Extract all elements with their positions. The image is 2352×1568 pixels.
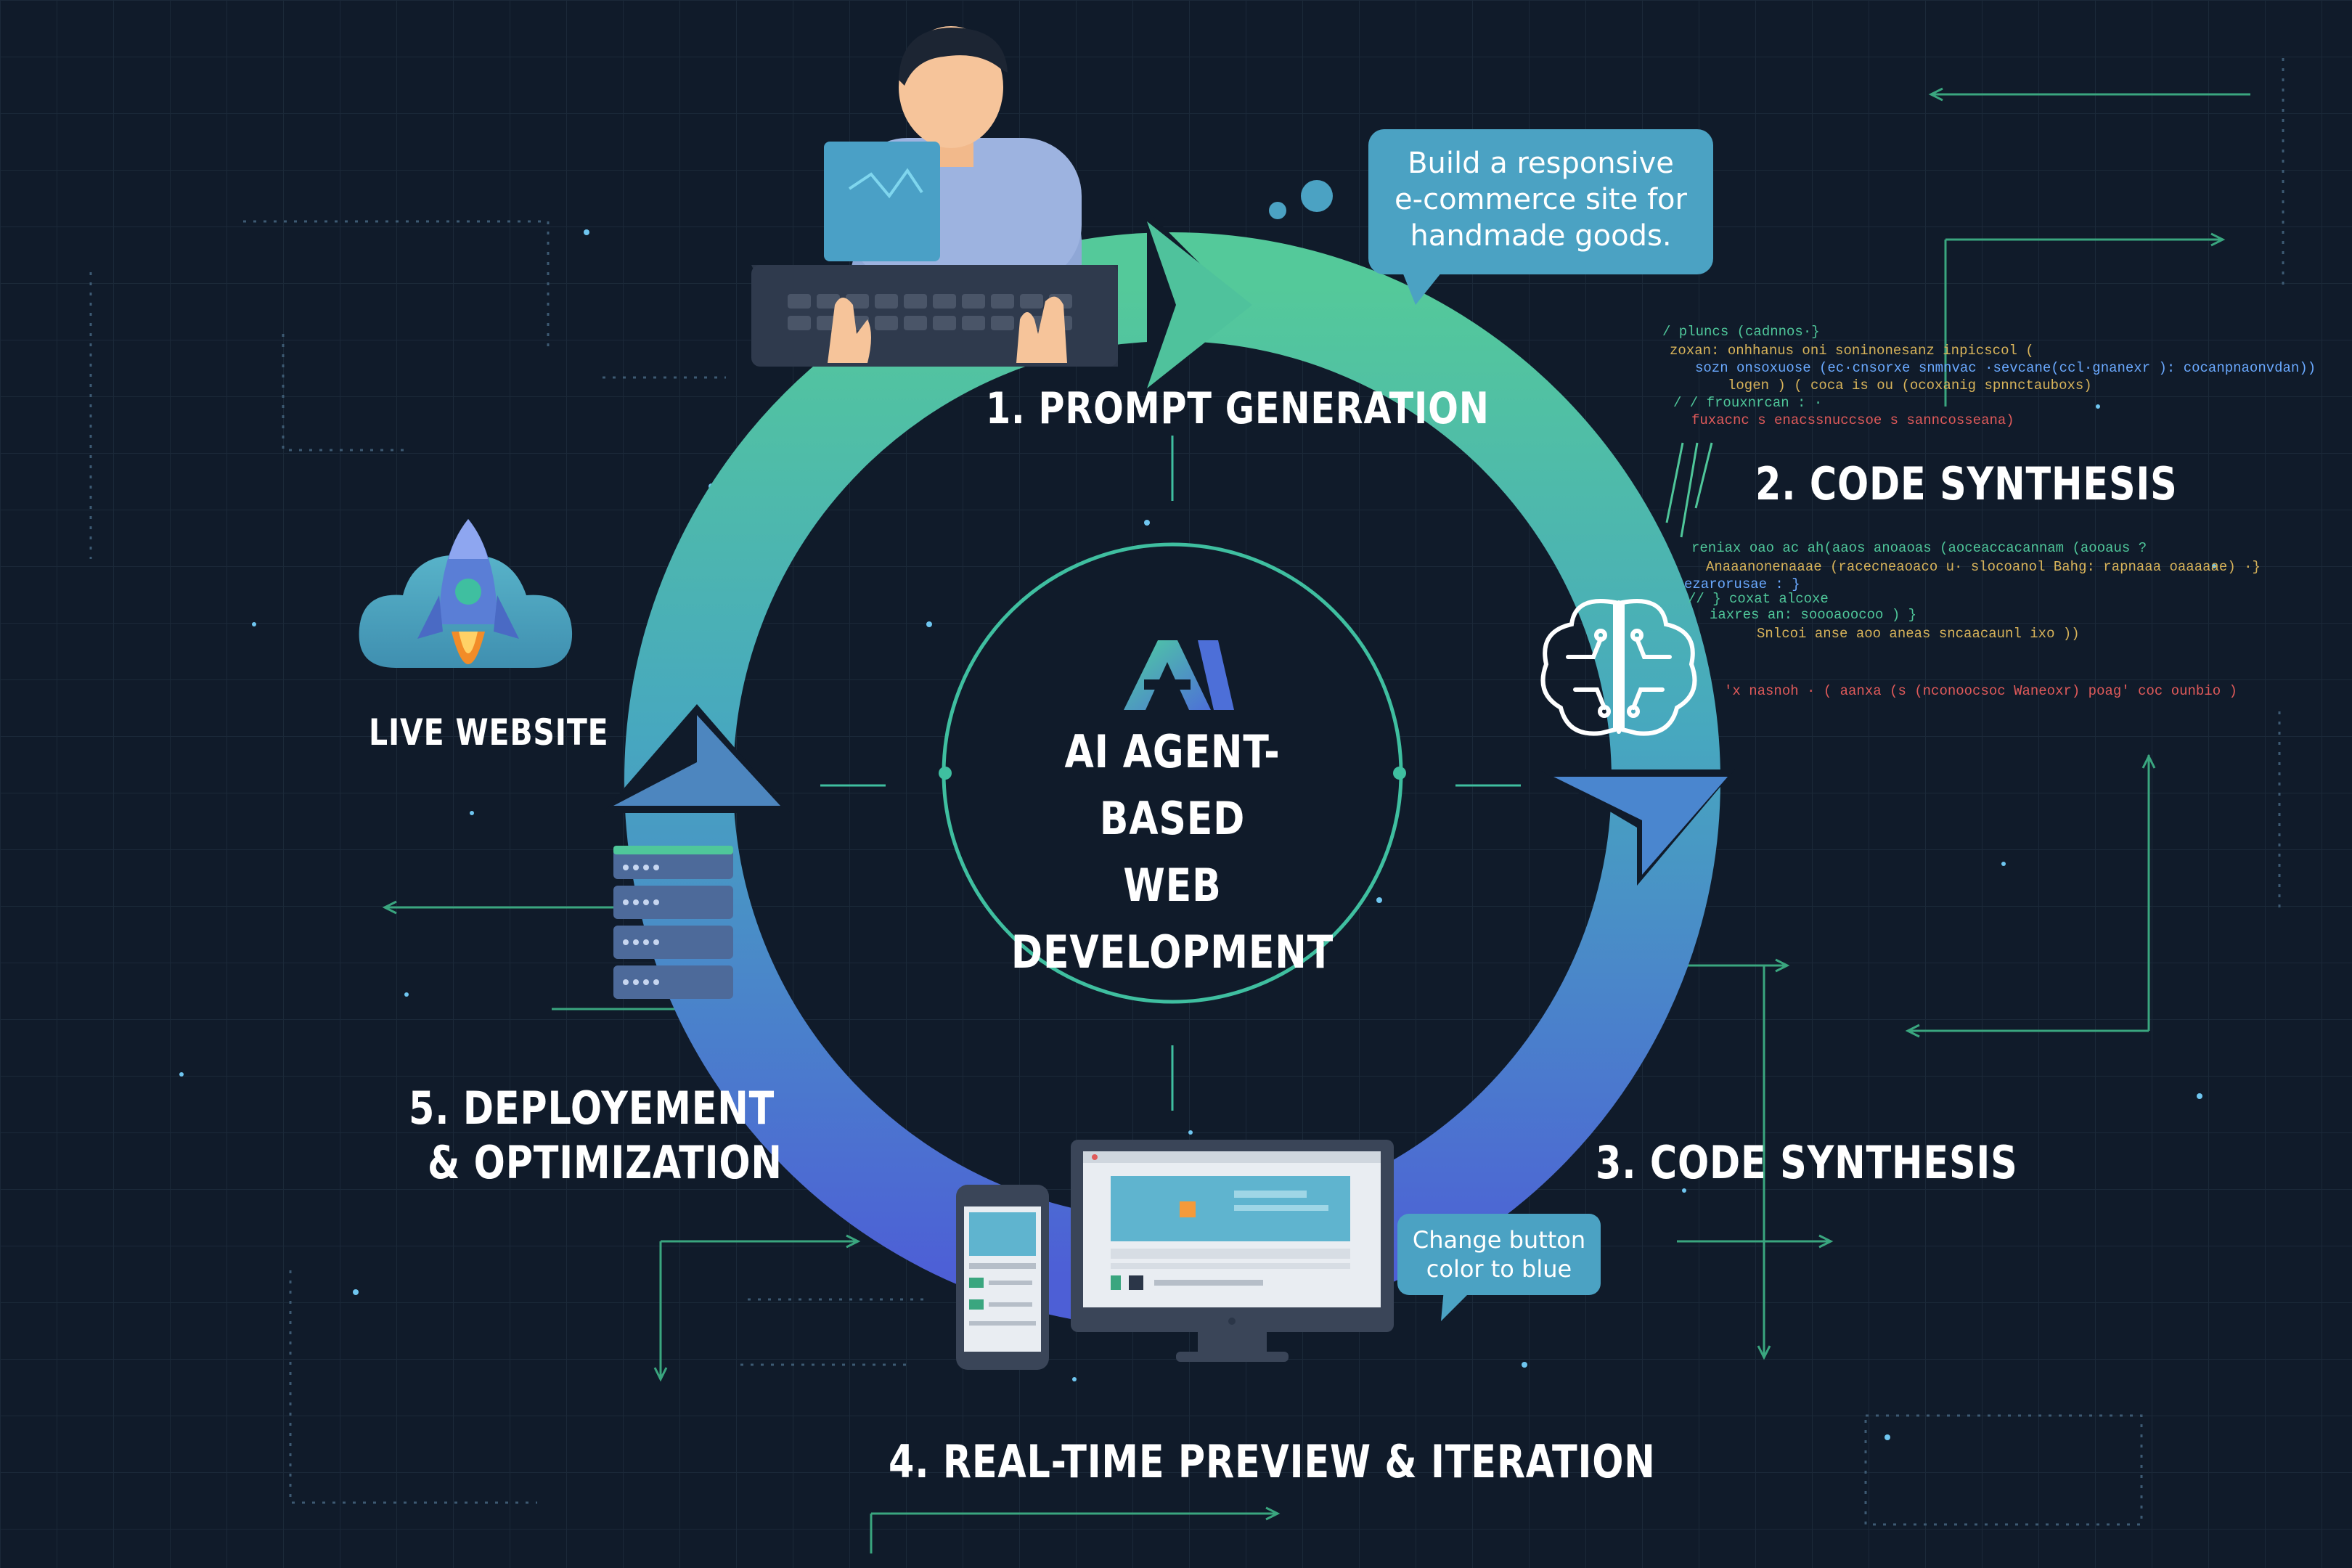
step-prompt-generation: 1. PROMPT GENERATION (986, 383, 1490, 434)
svg-text:fuxacnc s enacssnuccsoe s sann: fuxacnc s enacssnuccsoe s sanncosseana) (1691, 412, 2014, 428)
live-website-label: LIVE WEBSITE (369, 711, 609, 754)
prompt-bubble-line2: e-commerce site for (1395, 183, 1687, 216)
prompt-bubble-line1: Build a responsive (1408, 147, 1674, 180)
svg-text:Snlcoi anse aoo aneas sncaacau: Snlcoi anse aoo aneas sncaacaunl ixo )) (1757, 626, 2080, 642)
svg-text:Anaaanonenaaae (racecneaoaco: Anaaanonenaaae (racecneaoaco u· slocoano… (1706, 559, 2261, 575)
brain-circuit-icon (1540, 599, 1697, 736)
prompt-bubble: Build a responsive e-commerce site for h… (1368, 129, 1713, 274)
phone-icon (956, 1185, 1049, 1370)
svg-text:ezarorusae : }: ezarorusae : } (1684, 576, 1800, 592)
step-deployment-line1: 5. DEPLOYEMENT (409, 1082, 775, 1135)
user-at-laptop-icon (751, 26, 1118, 367)
dashed-traces (89, 58, 2284, 1526)
svg-text:/ pluncs (cadnnos·}: / pluncs (cadnnos·} (1662, 324, 1820, 340)
center-title-line1: AI AGENT-BASED (1064, 725, 1281, 845)
center-title: AI AGENT-BASED WEB DEVELOPMENT (958, 719, 1387, 986)
server-stack-icon (613, 846, 733, 999)
step-code-synthesis-2: 2. CODE SYNTHESIS (1755, 457, 2178, 510)
step-deployment-line2: & OPTIMIZATION (428, 1136, 783, 1189)
svg-text:'x nasnoh · ( aanxa (s (nconoo: 'x nasnoh · ( aanxa (s (nconoocsoc Waneo… (1724, 683, 2237, 699)
center-title-line2: WEB DEVELOPMENT (1010, 859, 1334, 979)
monitor-icon (1071, 1140, 1394, 1362)
center-circle (820, 436, 1521, 1111)
svg-text:sozn onsoxuose (ec·cnsorxe snm: sozn onsoxuose (ec·cnsorxe snmnvac ·sevc… (1695, 360, 2316, 376)
feedback-bubble-line1: Change button (1412, 1226, 1586, 1254)
svg-text:/ / frouxnrcan : ·: / / frouxnrcan : · (1673, 395, 1822, 411)
svg-text:reniax oao ac ah(aaos anoaoas: reniax oao ac ah(aaos anoaoas (aoceaccac… (1691, 540, 2147, 556)
step-code-synthesis-3: 3. CODE SYNTHESIS (1596, 1136, 2018, 1189)
prompt-bubble-line3: handmade goods. (1410, 219, 1672, 253)
feedback-bubble: Change button color to blue (1397, 1214, 1601, 1295)
svg-text:logen ) ( coca is ou (ocoxanig: logen ) ( coca is ou (ocoxanig spnnctaub… (1728, 377, 2092, 393)
circuit-lines (382, 87, 2250, 1553)
rocket-cloud-icon (359, 519, 573, 668)
code-snippet: / pluncs (cadnnos·} zoxan: onhhanus oni … (1662, 324, 2316, 699)
step-preview-iteration: 4. REAL-TIME PREVIEW & ITERATION (889, 1435, 1656, 1488)
ai-logo-icon (1124, 640, 1234, 710)
svg-text:// } coxat alcoxe: // } coxat alcoxe (1688, 591, 1829, 607)
svg-text:iaxres an: soooaoocoo ) }: iaxres an: soooaoocoo ) } (1710, 607, 1916, 623)
feedback-bubble-line2: color to blue (1426, 1255, 1572, 1283)
svg-text:zoxan: onhhanus oni soninonesa: zoxan: onhhanus oni soninonesanz inpicsc… (1670, 343, 2034, 359)
